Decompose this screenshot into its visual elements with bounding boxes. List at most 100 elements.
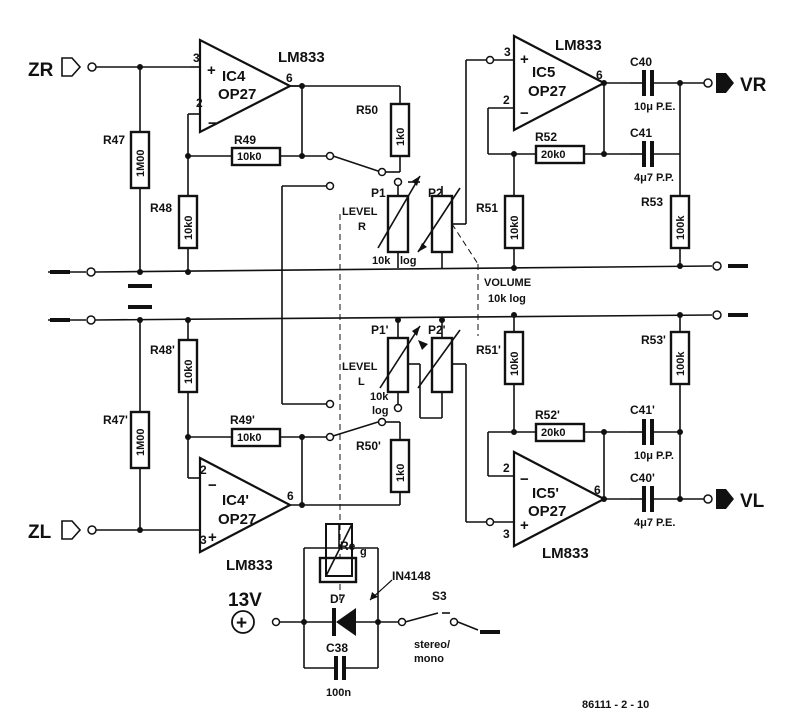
svg-text:R48: R48 [150, 201, 172, 215]
capacitor-c40-prime: C40' 4μ7 P.E. [630, 471, 704, 529]
switch-s3: S3 stereo/ mono [378, 589, 500, 665]
resistor-r47: R47 1M00 [103, 67, 151, 275]
svg-text:R50: R50 [356, 103, 378, 117]
svg-text:IC5: IC5 [532, 64, 555, 81]
svg-text:R53: R53 [641, 195, 663, 209]
svg-text:L: L [358, 376, 365, 388]
relay-contact-top [281, 151, 403, 404]
svg-text:6: 6 [594, 483, 601, 497]
svg-text:−: − [520, 471, 529, 488]
figure-id: 86111 - 2 - 10 [582, 699, 649, 711]
svg-text:P1': P1' [371, 323, 389, 337]
svg-text:LEVEL: LEVEL [342, 361, 378, 373]
svg-text:10k0: 10k0 [509, 352, 521, 376]
svg-text:20k0: 20k0 [541, 427, 565, 439]
svg-text:+: + [208, 529, 217, 546]
resistor-r53: R53 100k [641, 83, 691, 269]
svg-text:−: − [208, 477, 217, 494]
diode-d7: D7 IN4148 [304, 569, 431, 636]
resistor-r52-prime: R52' 20k0 [488, 408, 630, 499]
svg-text:R48': R48' [150, 343, 175, 357]
svg-text:−: − [208, 115, 217, 132]
svg-text:R49': R49' [230, 413, 255, 427]
opamp-ic5-prime: 2 − + 3 IC5' OP27 LM833 6 [485, 432, 630, 562]
svg-text:3: 3 [200, 533, 207, 547]
mechanical-links [339, 214, 479, 600]
svg-text:10μ P.P.: 10μ P.P. [634, 450, 674, 462]
svg-text:Re: Re [340, 539, 356, 553]
svg-text:100k: 100k [675, 351, 687, 376]
svg-text:C40: C40 [630, 55, 652, 69]
input-zr-label: ZR [28, 60, 54, 81]
svg-text:10k: 10k [370, 391, 389, 403]
svg-text:+: + [520, 517, 529, 534]
svg-text:OP27: OP27 [218, 86, 256, 103]
svg-text:+: + [520, 51, 529, 68]
svg-text:4μ7 P.E.: 4μ7 P.E. [634, 517, 675, 529]
opamp-ic4: 3 + − 2 IC4 OP27 LM833 6 [190, 38, 325, 134]
svg-text:LM833: LM833 [278, 49, 325, 66]
svg-text:OP27: OP27 [528, 503, 566, 520]
svg-text:6: 6 [596, 68, 603, 82]
input-zr: ZR [28, 57, 190, 81]
svg-text:R49: R49 [234, 133, 256, 147]
svg-text:R47: R47 [103, 133, 125, 147]
output-vl: VL [703, 489, 765, 512]
svg-text:10k0: 10k0 [509, 216, 521, 240]
svg-text:mono: mono [414, 653, 444, 665]
svg-text:LM833: LM833 [226, 557, 273, 574]
output-vr: VR [703, 73, 767, 96]
input-zl: ZL [28, 520, 200, 543]
svg-text:13V: 13V [228, 590, 262, 611]
svg-text:6: 6 [287, 489, 294, 503]
relay-reg: Re g [303, 523, 379, 668]
pot-p1-prime: P1' LEVEL L 10k log [342, 317, 442, 419]
svg-text:C41': C41' [630, 403, 655, 417]
opamp-ic5: 3 + − 2 IC5 OP27 LM833 6 [485, 34, 630, 132]
svg-text:OP27: OP27 [218, 511, 256, 528]
svg-text:10k: 10k [372, 255, 391, 267]
svg-text:10k0: 10k0 [237, 151, 261, 163]
resistor-r49-prime: R49' 10k0 [188, 413, 326, 448]
svg-text:R51: R51 [476, 201, 498, 215]
svg-text:1k0: 1k0 [395, 464, 407, 482]
svg-text:log: log [400, 255, 417, 267]
svg-text:1M00: 1M00 [135, 149, 147, 177]
svg-text:R52: R52 [535, 130, 557, 144]
svg-text:−: − [520, 105, 529, 122]
resistor-r51-prime: R51' 10k0 [476, 312, 525, 432]
svg-text:6: 6 [286, 71, 293, 85]
resistor-r50: R50 1k0 [356, 102, 411, 172]
svg-text:R51': R51' [476, 343, 501, 357]
svg-text:VOLUME: VOLUME [484, 277, 531, 289]
volume-label: VOLUME 10k log [484, 277, 531, 305]
svg-text:LM833: LM833 [542, 545, 589, 562]
svg-text:1k0: 1k0 [395, 128, 407, 146]
svg-text:VR: VR [740, 75, 767, 96]
resistor-r51: R51 10k0 [476, 154, 525, 271]
svg-text:S3: S3 [432, 589, 447, 603]
svg-text:3: 3 [503, 527, 510, 541]
svg-text:LM833: LM833 [555, 37, 602, 54]
capacitor-c41-prime: C41' 10μ P.P. [630, 403, 683, 462]
svg-text:2: 2 [200, 463, 207, 477]
svg-text:2: 2 [503, 93, 510, 107]
svg-text:3: 3 [193, 51, 200, 65]
svg-text:20k0: 20k0 [541, 149, 565, 161]
svg-text:IN4148: IN4148 [392, 569, 431, 583]
svg-text:10k0: 10k0 [237, 432, 261, 444]
ic4-output-net [290, 83, 401, 156]
svg-text:2: 2 [196, 96, 203, 110]
svg-text:R53': R53' [641, 333, 666, 347]
svg-text:+: + [207, 62, 216, 79]
supply-13v: 13V + [228, 590, 307, 634]
ground-rail-bottom [48, 305, 748, 325]
pot-p2-prime: P2' [417, 317, 486, 523]
svg-text:1M00: 1M00 [135, 428, 147, 456]
resistor-r50-prime: R50' 1k0 [356, 422, 411, 505]
svg-text:ZL: ZL [28, 522, 52, 543]
svg-text:3: 3 [504, 45, 511, 59]
capacitor-c41: C41 4μ7 P.P. [630, 126, 680, 184]
capacitor-c38: C38 100n [304, 641, 378, 699]
